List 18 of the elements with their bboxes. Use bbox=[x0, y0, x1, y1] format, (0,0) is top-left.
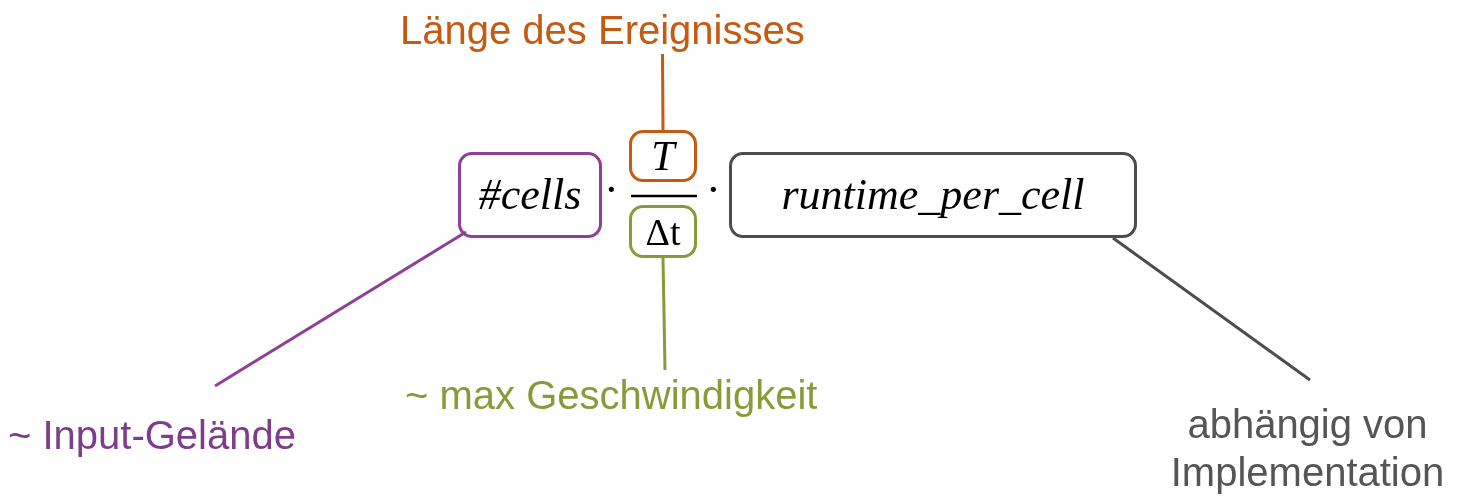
formula-term: runtime_per_cell bbox=[781, 173, 1085, 217]
annotation-text: Länge des Ereignisses bbox=[400, 7, 805, 54]
leader-line bbox=[214, 230, 467, 388]
leader-line bbox=[1112, 236, 1311, 382]
formula-term: #cells bbox=[478, 173, 582, 217]
formula-term: Δt bbox=[645, 212, 681, 251]
term-box bbox=[629, 130, 697, 182]
leader-line bbox=[661, 54, 665, 130]
multiplication-dot: · bbox=[604, 168, 619, 212]
leader-line bbox=[661, 257, 667, 371]
annotation-text: abhängig von Implementation bbox=[1169, 401, 1446, 496]
formula-term: T bbox=[651, 135, 675, 177]
multiplication-dot: · bbox=[706, 168, 721, 212]
annotation-text: ~ max Geschwindigkeit bbox=[405, 372, 818, 419]
term-box bbox=[458, 152, 602, 238]
annotation-text: ~ Input-Gelände bbox=[8, 412, 296, 459]
term-box bbox=[729, 152, 1137, 238]
term-box bbox=[629, 205, 697, 258]
